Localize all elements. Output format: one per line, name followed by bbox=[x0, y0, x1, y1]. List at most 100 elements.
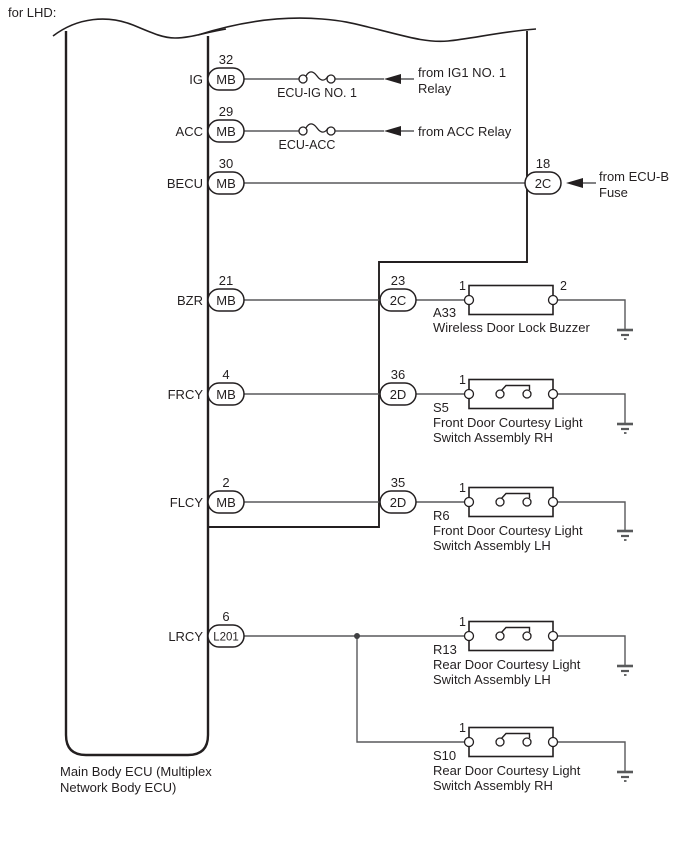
pin-connector-oval bbox=[207, 382, 245, 406]
switch-contact-circle bbox=[495, 389, 505, 399]
switch-contact-circle bbox=[495, 631, 505, 641]
inline-connector-code: 2D bbox=[390, 495, 407, 510]
component-name-line1: Rear Door Courtesy Light bbox=[433, 763, 581, 778]
inline-connector-oval bbox=[379, 490, 417, 514]
pin-connector-oval bbox=[207, 288, 245, 312]
row-flcy: MB 2 FLCY 2D 35 1 R6 Front Door Courtesy… bbox=[170, 475, 633, 553]
source-label-line1: from IG1 NO. 1 bbox=[418, 65, 506, 80]
pin-connector-oval bbox=[207, 119, 245, 143]
component-box bbox=[468, 378, 554, 410]
arrow-left-icon bbox=[384, 126, 401, 136]
component-box bbox=[468, 284, 554, 316]
pin-label: ACC bbox=[176, 124, 203, 139]
row-acc: ECU-ACC MB 29 ACC from ACC Relay bbox=[176, 104, 512, 152]
terminal-circle bbox=[547, 294, 559, 306]
ground-icon bbox=[617, 664, 633, 676]
diagram-caption: for LHD: bbox=[8, 5, 56, 20]
pin-label: BECU bbox=[167, 176, 203, 191]
ground-icon bbox=[617, 529, 633, 541]
fuse-icon bbox=[298, 71, 336, 84]
terminal-number: 2 bbox=[560, 279, 567, 293]
inline-connector-number: 36 bbox=[391, 367, 405, 382]
source-label-line2: Relay bbox=[418, 81, 452, 96]
component-r6-switch: 1 R6 Front Door Courtesy Light Switch As… bbox=[433, 481, 583, 553]
wire bbox=[244, 299, 626, 330]
terminal-circle bbox=[547, 736, 559, 748]
pin-label: IG bbox=[189, 72, 203, 87]
component-s5-switch: 1 S5 Front Door Courtesy Light Switch As… bbox=[433, 373, 583, 445]
ecu-box bbox=[64, 31, 210, 757]
component-s10-switch: 1 S10 Rear Door Courtesy Light Switch As… bbox=[433, 721, 581, 793]
terminal-circle bbox=[463, 294, 475, 306]
arrow-left-icon bbox=[566, 178, 583, 188]
fuse-icon bbox=[298, 123, 336, 136]
connector-code: MB bbox=[216, 72, 236, 87]
terminal-circle bbox=[547, 630, 559, 642]
component-box bbox=[468, 620, 554, 652]
inline-connector-oval bbox=[379, 382, 417, 406]
pin-number: 2 bbox=[222, 475, 229, 490]
connector-code: MB bbox=[216, 176, 236, 191]
terminal-circle bbox=[547, 388, 559, 400]
terminal-circle bbox=[463, 388, 475, 400]
pin-label: LRCY bbox=[168, 629, 203, 644]
terminal-number: 1 bbox=[459, 615, 466, 629]
switch-contact-bridge bbox=[500, 492, 531, 500]
terminal-circle bbox=[463, 736, 475, 748]
inline-connector-number: 35 bbox=[391, 475, 405, 490]
switch-contact-circle bbox=[522, 389, 532, 399]
inline-connector-oval bbox=[524, 171, 562, 195]
pin-number: 6 bbox=[222, 609, 229, 624]
component-box bbox=[468, 726, 554, 758]
arrow-left-icon bbox=[384, 74, 401, 84]
fuse-label: ECU-IG NO. 1 bbox=[277, 86, 357, 100]
pin-label: FRCY bbox=[168, 387, 204, 402]
pin-connector-oval bbox=[207, 624, 245, 648]
row-frcy: MB 4 FRCY 2D 36 1 S5 Front Door Courtesy… bbox=[168, 367, 633, 445]
component-name-line2: Switch Assembly LH bbox=[433, 672, 551, 687]
terminal-circle bbox=[547, 496, 559, 508]
pin-number: 29 bbox=[219, 104, 233, 119]
inline-connector-code: 2D bbox=[390, 387, 407, 402]
terminal-number: 1 bbox=[459, 373, 466, 387]
pin-number: 32 bbox=[219, 52, 233, 67]
switch-contact-circle bbox=[495, 497, 505, 507]
junction-dot bbox=[354, 633, 360, 639]
source-label-line1: from ACC Relay bbox=[418, 124, 512, 139]
wire bbox=[244, 393, 626, 424]
switch-contact-circle bbox=[495, 737, 505, 747]
component-name-line2: Switch Assembly RH bbox=[433, 778, 553, 793]
connector-code: MB bbox=[216, 293, 236, 308]
component-name-line1: Wireless Door Lock Buzzer bbox=[433, 320, 590, 335]
pin-label: FLCY bbox=[170, 495, 204, 510]
component-name-line1: Rear Door Courtesy Light bbox=[433, 657, 581, 672]
ecu-label-line1: Main Body ECU (Multiplex bbox=[60, 764, 212, 779]
component-box bbox=[468, 486, 554, 518]
wire bbox=[244, 501, 626, 531]
component-id: A33 bbox=[433, 305, 456, 320]
switch-contact-bridge bbox=[500, 626, 531, 634]
component-name-line1: Front Door Courtesy Light bbox=[433, 523, 583, 538]
inline-connector-number: 18 bbox=[536, 156, 550, 171]
terminal-circle bbox=[463, 630, 475, 642]
ecu-label-line2: Network Body ECU) bbox=[60, 780, 176, 795]
row-lrcy: L201 6 LRCY 1 R13 Rear Door Courtesy Lig… bbox=[168, 609, 633, 793]
component-name-line1: Front Door Courtesy Light bbox=[433, 415, 583, 430]
terminal-number: 1 bbox=[459, 481, 466, 495]
connector-code: MB bbox=[216, 495, 236, 510]
pin-connector-oval bbox=[207, 67, 245, 91]
switch-contact-circle bbox=[522, 497, 532, 507]
switch-contact-circle bbox=[522, 737, 532, 747]
connector-code: L201 bbox=[213, 632, 239, 644]
source-label-line2: Fuse bbox=[599, 185, 628, 200]
inline-connector-number: 23 bbox=[391, 273, 405, 288]
connector-code: MB bbox=[216, 387, 236, 402]
inline-connector-code: 2C bbox=[535, 176, 552, 191]
row-bzr: MB 21 BZR 2C 23 1 2 A33 Wireless Door Lo… bbox=[177, 273, 633, 340]
switch-contact-bridge bbox=[500, 732, 531, 740]
connector-code: MB bbox=[216, 124, 236, 139]
ground-icon bbox=[617, 328, 633, 340]
junction-connector-line bbox=[208, 31, 528, 528]
